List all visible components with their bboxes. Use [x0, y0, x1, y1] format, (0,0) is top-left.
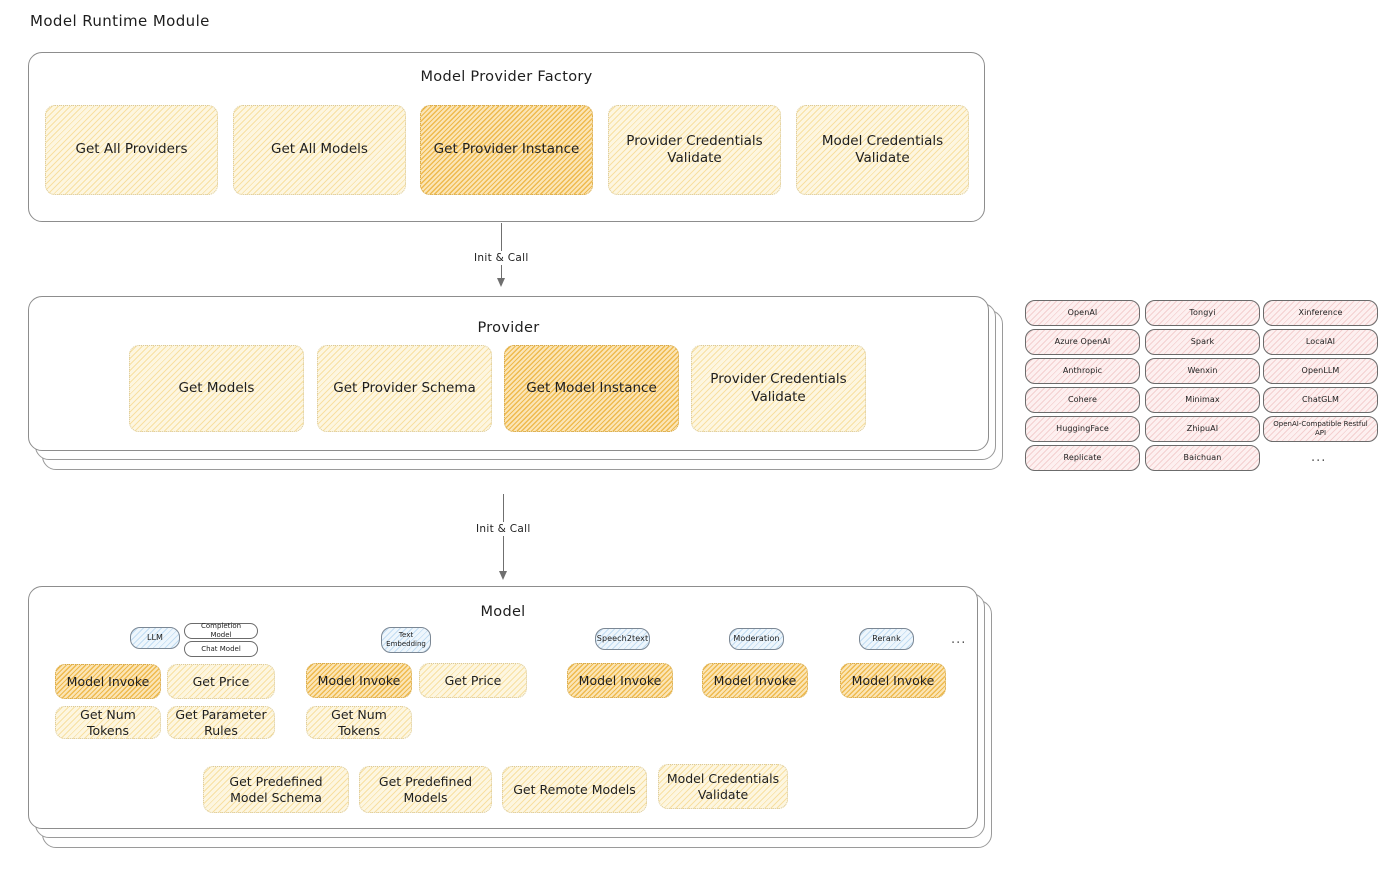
diagram-title: Model Runtime Module: [30, 12, 210, 30]
provider-chip-openai-compatible-restful-api[interactable]: OpenAI-Compatible Restful API: [1263, 416, 1378, 442]
llm-method-get-num-tokens[interactable]: Get Num Tokens: [55, 706, 161, 739]
provider-chip-openai[interactable]: OpenAI: [1025, 300, 1140, 326]
factory-node-model-credentials-validate[interactable]: Model Credentials Validate: [796, 105, 969, 195]
factory-node-get-all-providers[interactable]: Get All Providers: [45, 105, 218, 195]
provider-chip-baichuan[interactable]: Baichuan: [1145, 445, 1260, 471]
arrow-provider-to-model-line: [503, 494, 505, 578]
model-common-get-predefined-models[interactable]: Get Predefined Models: [359, 766, 492, 813]
model-type-badge-rerank[interactable]: Rerank: [859, 628, 914, 650]
arrow-provider-to-model-label: Init & Call: [472, 522, 535, 536]
provider-chip-zhipuai[interactable]: ZhipuAI: [1145, 416, 1260, 442]
model-type-badge-llm[interactable]: LLM: [130, 627, 180, 649]
model-subbadge-completion-model[interactable]: Completion Model: [184, 622, 258, 639]
model-common-get-remote-models[interactable]: Get Remote Models: [502, 766, 647, 813]
provider-node-get-model-instance[interactable]: Get Model Instance: [504, 345, 679, 432]
model-common-model-credentials-validate[interactable]: Model Credentials Validate: [658, 764, 788, 809]
arrow-factory-to-provider-head: [497, 278, 505, 287]
provider-chip-cohere[interactable]: Cohere: [1025, 387, 1140, 413]
model-type-badge-text-embedding[interactable]: Text Embedding: [381, 627, 431, 653]
speech2text-method-model-invoke[interactable]: Model Invoke: [567, 663, 673, 698]
provider-node-provider-credentials-validate[interactable]: Provider Credentials Validate: [691, 345, 866, 432]
llm-method-get-price[interactable]: Get Price: [167, 664, 275, 699]
provider-node-get-provider-schema[interactable]: Get Provider Schema: [317, 345, 492, 432]
text-embedding-method-get-num-tokens[interactable]: Get Num Tokens: [306, 706, 412, 739]
provider-chip-chatglm[interactable]: ChatGLM: [1263, 387, 1378, 413]
text-embedding-method-get-price[interactable]: Get Price: [419, 663, 527, 698]
factory-node-get-all-models[interactable]: Get All Models: [233, 105, 406, 195]
provider-chip-spark[interactable]: Spark: [1145, 329, 1260, 355]
provider-chip-replicate[interactable]: Replicate: [1025, 445, 1140, 471]
model-provider-factory-label: Model Provider Factory: [420, 69, 593, 85]
model-label: Model: [480, 604, 526, 620]
factory-node-get-provider-instance[interactable]: Get Provider Instance: [420, 105, 593, 195]
text-embedding-method-model-invoke[interactable]: Model Invoke: [306, 663, 412, 698]
model-subbadge-chat-model[interactable]: Chat Model: [184, 641, 258, 657]
provider-chip-tongyi[interactable]: Tongyi: [1145, 300, 1260, 326]
model-common-get-predefined-model-schema[interactable]: Get Predefined Model Schema: [203, 766, 349, 813]
provider-list-more: ...: [1311, 450, 1327, 465]
rerank-method-model-invoke[interactable]: Model Invoke: [840, 663, 946, 698]
provider-label: Provider: [477, 320, 540, 336]
model-types-more: ...: [951, 632, 967, 647]
provider-node-get-models[interactable]: Get Models: [129, 345, 304, 432]
arrow-factory-to-provider-label: Init & Call: [470, 251, 533, 265]
provider-chip-localai[interactable]: LocalAI: [1263, 329, 1378, 355]
moderation-method-model-invoke[interactable]: Model Invoke: [702, 663, 808, 698]
llm-method-get-parameter-rules[interactable]: Get Parameter Rules: [167, 706, 275, 739]
provider-chip-azure-openai[interactable]: Azure OpenAI: [1025, 329, 1140, 355]
provider-chip-xinference[interactable]: Xinference: [1263, 300, 1378, 326]
provider-chip-huggingface[interactable]: HuggingFace: [1025, 416, 1140, 442]
provider-chip-wenxin[interactable]: Wenxin: [1145, 358, 1260, 384]
provider-chip-openllm[interactable]: OpenLLM: [1263, 358, 1378, 384]
provider-chip-minimax[interactable]: Minimax: [1145, 387, 1260, 413]
model-type-badge-moderation[interactable]: Moderation: [729, 628, 784, 650]
arrow-provider-to-model-head: [499, 571, 507, 580]
model-type-badge-speech2text[interactable]: Speech2text: [595, 628, 650, 650]
provider-chip-anthropic[interactable]: Anthropic: [1025, 358, 1140, 384]
llm-method-model-invoke[interactable]: Model Invoke: [55, 664, 161, 699]
factory-node-provider-credentials-validate[interactable]: Provider Credentials Validate: [608, 105, 781, 195]
